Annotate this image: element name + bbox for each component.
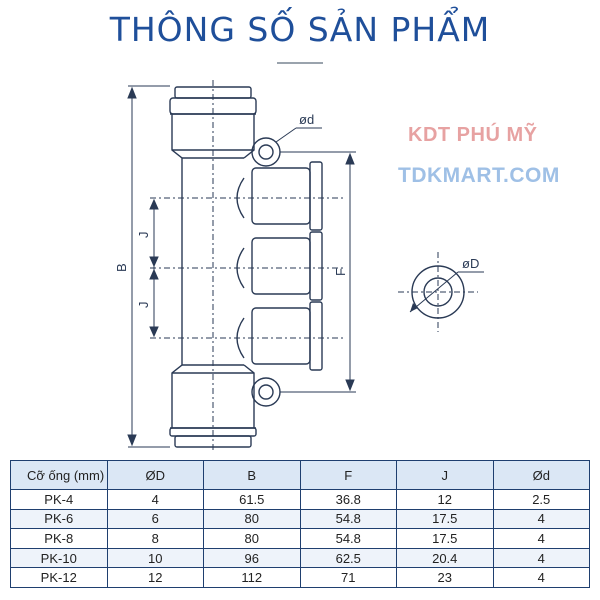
- branch-port-1: [236, 161, 323, 231]
- table-cell: 17.5: [396, 508, 494, 530]
- table-cell: PK-6: [10, 508, 108, 530]
- column-header: B: [203, 460, 301, 490]
- table-cell: 96: [203, 547, 301, 569]
- brand-name: KDT PHÚ MỸ: [408, 124, 538, 146]
- mounting-holes: [251, 137, 281, 407]
- column-header: ØD: [106, 460, 204, 490]
- label-f: F: [333, 268, 348, 276]
- table-cell: PK-8: [10, 528, 108, 549]
- title-underline: [277, 62, 323, 64]
- table-cell: 4: [106, 489, 204, 510]
- column-header: F: [299, 460, 397, 490]
- table-cell: 17.5: [396, 528, 494, 549]
- label-b: B: [114, 263, 129, 272]
- table-cell: 2.5: [492, 489, 590, 510]
- table-cell: 4: [492, 567, 590, 588]
- table-cell: 4: [492, 508, 590, 530]
- table-row: PK-8 8 80 54.8 17.5 4: [10, 528, 590, 549]
- table-cell: 8: [106, 528, 204, 549]
- branch-port-2: [236, 231, 323, 301]
- technical-drawing: ød øD B J J F: [114, 80, 484, 452]
- column-header: Cỡ ống (mm): [10, 460, 108, 490]
- table-cell: 61.5: [203, 489, 301, 510]
- table-cell: 4: [492, 547, 590, 569]
- table-cell: 54.8: [299, 528, 397, 549]
- tube-cross-section: [409, 265, 484, 319]
- table-cell: 54.8: [299, 508, 397, 530]
- column-header: Ød: [492, 460, 590, 490]
- dimension-f: [280, 151, 356, 393]
- table-cell: 23: [396, 567, 494, 588]
- table-row: PK-10 10 96 62.5 20.4 4: [10, 547, 590, 569]
- spec-table: Cỡ ống (mm) ØD B F J Ød PK-4 4 61.5 36.8…: [10, 460, 590, 588]
- table-cell: 80: [203, 528, 301, 549]
- table-cell: 10: [106, 547, 204, 569]
- table-cell: PK-10: [10, 547, 108, 569]
- label-small-d: ød: [299, 112, 314, 127]
- table-cell: 20.4: [396, 547, 494, 569]
- table-cell: 36.8: [299, 489, 397, 510]
- small-hole-leader: [275, 127, 322, 143]
- table-row: PK-6 6 80 54.8 17.5 4: [10, 508, 590, 530]
- label-j-top: J: [136, 232, 151, 239]
- label-j-bottom: J: [136, 302, 151, 309]
- table-cell: 112: [203, 567, 301, 588]
- table-cell: 6: [106, 508, 204, 530]
- label-outer-d: øD: [462, 256, 479, 271]
- column-header: J: [396, 460, 494, 490]
- table-cell: 62.5: [299, 547, 397, 569]
- table-cell: 4: [492, 528, 590, 549]
- table-header-row: Cỡ ống (mm) ØD B F J Ød: [10, 460, 590, 490]
- table-cell: PK-4: [10, 489, 108, 510]
- page-title: THÔNG SỐ SẢN PHẨM: [109, 10, 491, 49]
- dimension-j: [149, 198, 159, 338]
- table-row: PK-12 12 112 71 23 4: [10, 567, 590, 588]
- table-cell: PK-12: [10, 567, 108, 588]
- branch-port-3: [236, 301, 323, 371]
- table-cell: 12: [396, 489, 494, 510]
- dimension-b: [127, 85, 170, 448]
- table-cell: 12: [106, 567, 204, 588]
- table-cell: 71: [299, 567, 397, 588]
- table-row: PK-4 4 61.5 36.8 12 2.5: [10, 489, 590, 510]
- website-name: TDKMART.COM: [398, 164, 560, 187]
- table-cell: 80: [203, 508, 301, 530]
